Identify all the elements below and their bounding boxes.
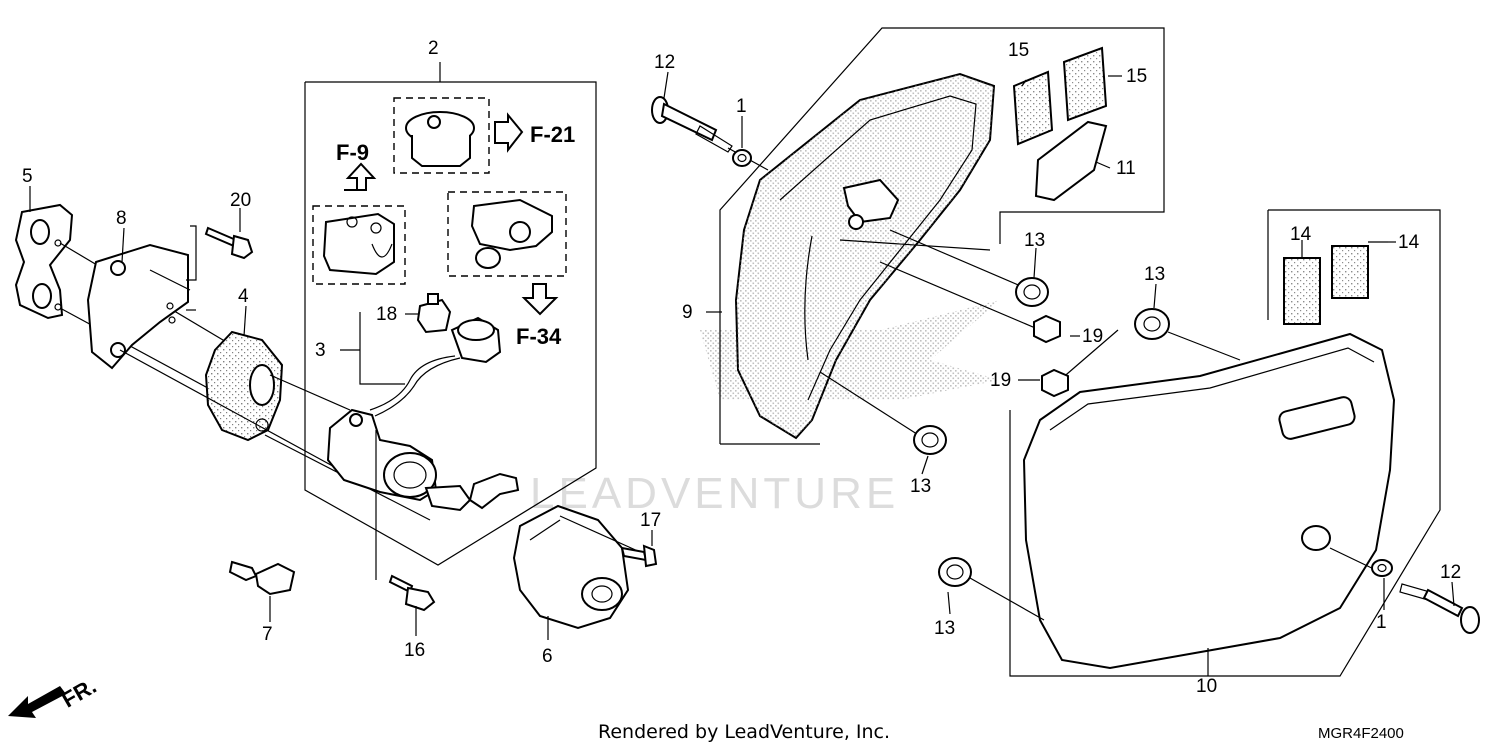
ref-f21: F-21: [530, 122, 575, 147]
pad-15-b: [1062, 46, 1108, 122]
callout-leaders: [29, 71, 1455, 676]
washer-1-left: [732, 149, 752, 167]
front-direction-arrow: FR.: [8, 673, 101, 718]
strip-11: [1034, 120, 1108, 202]
pad-14-a: [1283, 257, 1321, 325]
rubber-mount-4: [204, 330, 284, 442]
arrow-right-f21: [494, 112, 524, 153]
grommet-13-b: [913, 425, 947, 455]
callout-18: 18: [376, 304, 397, 325]
callout-11: 11: [1116, 158, 1136, 179]
cover-6: [512, 504, 630, 630]
callout-12-right: 12: [1440, 562, 1461, 583]
watermark-text: LEADVENTURE: [530, 469, 899, 518]
callout-13-b: 13: [910, 476, 931, 497]
callout-2: 2: [428, 38, 439, 59]
callout-16: 16: [404, 640, 425, 661]
washer-1-right: [1371, 559, 1393, 577]
callout-8: 8: [116, 208, 127, 229]
grommet-13-c: [1134, 308, 1170, 340]
callout-15-b: 15: [1126, 66, 1147, 87]
key-3: [424, 472, 520, 512]
right-side-cover-frame: [1009, 209, 1441, 677]
callout-5: 5: [22, 166, 33, 187]
key-7: [228, 560, 296, 596]
bolt-12-right: [1399, 583, 1480, 634]
sub-box-f9: [312, 205, 406, 285]
screw-17: [620, 544, 658, 568]
bolt-16: [388, 574, 436, 612]
callout-10: 10: [1196, 676, 1217, 697]
callout-19-a: 19: [1082, 326, 1103, 347]
reference-labels: F-9 F-21 F-34: [336, 122, 575, 349]
connector-18: [416, 293, 452, 334]
callout-15-a: 15: [1008, 40, 1029, 61]
rendered-by-credit: Rendered by LeadVenture, Inc.: [598, 721, 890, 743]
grommet-13-d: [938, 557, 972, 587]
callout-4: 4: [238, 286, 249, 307]
nut-19-b: [1041, 368, 1069, 398]
bracket-5: [14, 203, 74, 320]
callout-13-d: 13: [934, 618, 955, 639]
grommet-13-a: [1015, 277, 1049, 307]
callout-19-b: 19: [990, 370, 1011, 391]
mounting-pins: [842, 178, 900, 230]
front-direction-label: FR.: [57, 673, 100, 712]
side-cover-10: [1022, 332, 1396, 670]
callout-7: 7: [262, 624, 273, 645]
callout-numbers: 2 5 8 20 4 18 3 7 16 6 17 12 1 9 15 15 1…: [22, 38, 1461, 697]
arrow-up-f9: [344, 162, 377, 191]
pad-15-a: [1012, 70, 1054, 146]
callout-20: 20: [230, 190, 251, 211]
callout-6: 6: [542, 646, 553, 667]
callout-1-right: 1: [1376, 612, 1387, 633]
sub-box-f21: [393, 97, 490, 174]
ignition-group-frame: [304, 62, 597, 566]
sub-box-f34: [447, 191, 567, 277]
callout-9: 9: [682, 302, 693, 323]
callout-14-b: 14: [1398, 232, 1420, 253]
ref-f34: F-34: [516, 324, 562, 349]
connector-plug: [450, 316, 502, 364]
ref-f9: F-9: [336, 140, 369, 165]
bolt-12-left: [651, 96, 733, 153]
left-side-cover-frame: [719, 27, 1165, 445]
callout-3: 3: [315, 340, 326, 361]
nut-19-a: [1033, 314, 1061, 344]
callout-13-c: 13: [1144, 264, 1165, 285]
plate-8: [86, 243, 191, 370]
bolt-20: [204, 226, 254, 260]
side-cover-9: [734, 72, 996, 440]
arrow-down-f34: [521, 283, 559, 316]
callout-1-left: 1: [736, 96, 747, 117]
callout-17: 17: [640, 510, 661, 531]
callout-12-left: 12: [654, 52, 675, 73]
ignition-switch-3: [326, 408, 438, 502]
pad-14-b: [1331, 245, 1369, 299]
diagram-code: MGR4F2400: [1318, 725, 1404, 742]
callout-13-a: 13: [1024, 230, 1045, 251]
callout-14-a: 14: [1290, 224, 1312, 245]
